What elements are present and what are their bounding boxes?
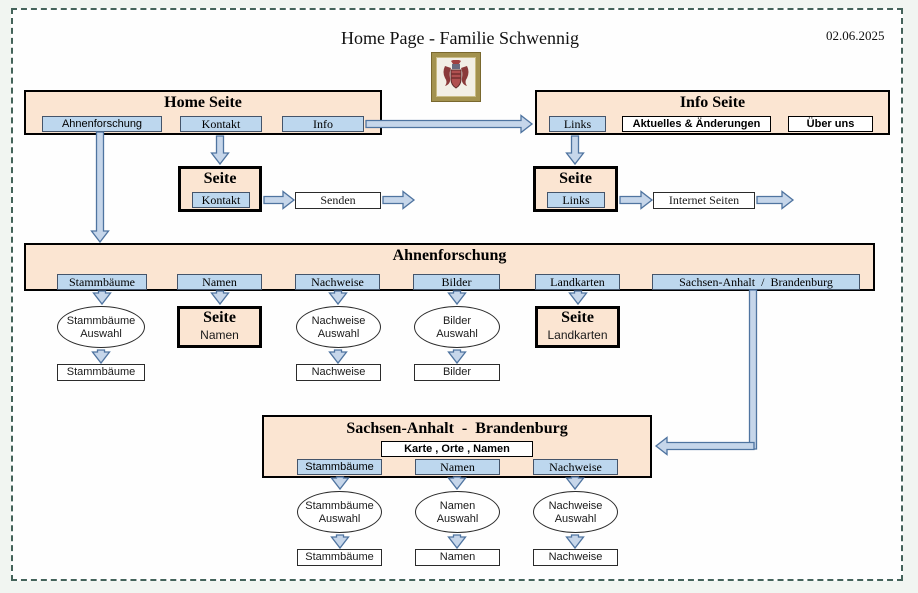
ellipse-line: Nachweise: [548, 499, 603, 512]
ahnen-btn-landkarten[interactable]: Landkarten: [535, 274, 620, 290]
home-btn-info[interactable]: Info: [282, 116, 364, 132]
ellipse-line: Stammbäume: [66, 314, 136, 327]
seite-landkarten-box: [535, 306, 620, 348]
info-btn-ueber-uns[interactable]: Über uns: [788, 116, 873, 132]
sachsen-stammbaeume-rect[interactable]: Stammbäume: [297, 549, 382, 566]
seite-namen-box: [177, 306, 262, 348]
ellipse-line: Auswahl: [318, 512, 361, 525]
ellipse-line: Auswahl: [436, 512, 479, 525]
sachsen-btn-namen[interactable]: Namen: [415, 459, 500, 475]
senden-box[interactable]: Senden: [295, 192, 381, 209]
sachsen-stammbaeume-auswahl-ellipse[interactable]: Stammbäume Auswahl: [297, 491, 382, 533]
ellipse-line: Nachweise: [311, 314, 366, 327]
ahnen-btn-namen[interactable]: Namen: [177, 274, 262, 290]
seite-kontakt-title: Seite: [203, 170, 237, 187]
ellipse-line: Bilder: [442, 314, 472, 327]
sachsen-nachweise-rect[interactable]: Nachweise: [533, 549, 618, 566]
seite-namen-title: Seite: [203, 309, 236, 326]
home-seite-title: Home Seite: [164, 94, 242, 111]
info-btn-aktuelles[interactable]: Aktuelles & Änderungen: [622, 116, 771, 132]
sachsen-namen-auswahl-ellipse[interactable]: Namen Auswahl: [415, 491, 500, 533]
home-btn-kontakt[interactable]: Kontakt: [180, 116, 262, 132]
bilder-rect[interactable]: Bilder: [414, 364, 500, 381]
ahnen-btn-stammbaeume[interactable]: Stammbäume: [57, 274, 147, 290]
stammbaeume-auswahl-ellipse[interactable]: Stammbäume Auswahl: [57, 306, 145, 348]
ahnen-btn-nachweise[interactable]: Nachweise: [295, 274, 380, 290]
nachweise-auswahl-ellipse[interactable]: Nachweise Auswahl: [296, 306, 381, 348]
seite-links-title: Seite: [559, 170, 592, 187]
ellipse-line: Auswahl: [554, 512, 597, 525]
sachsen-nachweise-auswahl-ellipse[interactable]: Nachweise Auswahl: [533, 491, 618, 533]
crest-graphic: [443, 60, 469, 89]
seite-kontakt-btn[interactable]: Kontakt: [192, 192, 250, 208]
nachweise-rect[interactable]: Nachweise: [296, 364, 381, 381]
sachsen-btn-nachweise[interactable]: Nachweise: [533, 459, 618, 475]
home-btn-ahnenforschung[interactable]: Ahnenforschung: [42, 116, 162, 132]
ellipse-line: Auswahl: [436, 327, 478, 340]
sachsen-btn-stammbaeume[interactable]: Stammbäume: [297, 459, 382, 475]
ellipse-line: Namen: [439, 499, 476, 512]
ahnenforschung-title: Ahnenforschung: [392, 247, 507, 264]
seite-landkarten-label: Landkarten: [547, 328, 608, 342]
seite-landkarten-title: Seite: [561, 309, 594, 326]
date-label: 02.06.2025: [826, 28, 885, 43]
family-crest-icon: [431, 52, 481, 102]
ellipse-line: Auswahl: [80, 327, 122, 340]
ellipse-line: Auswahl: [317, 327, 360, 340]
internet-seiten-box[interactable]: Internet Seiten: [653, 192, 755, 209]
info-btn-links[interactable]: Links: [549, 116, 606, 132]
ellipse-line: Stammbäume: [305, 499, 374, 512]
seite-namen-label: Namen: [200, 328, 239, 342]
ahnen-btn-bilder[interactable]: Bilder: [413, 274, 500, 290]
karte-orte-namen-label: Karte , Orte , Namen: [381, 441, 533, 457]
sachsen-brandenburg-title: Sachsen-Anhalt - Brandenburg: [346, 420, 568, 437]
stammbaeume-rect[interactable]: Stammbäume: [57, 364, 145, 381]
seite-links-btn[interactable]: Links: [547, 192, 605, 208]
bilder-auswahl-ellipse[interactable]: Bilder Auswahl: [414, 306, 500, 348]
ahnen-btn-sachsen-brandenburg[interactable]: Sachsen-Anhalt / Brandenburg: [652, 274, 860, 290]
page-title: Home Page - Familie Schwennig: [341, 28, 579, 48]
info-seite-title: Info Seite: [679, 94, 746, 111]
sachsen-namen-rect[interactable]: Namen: [415, 549, 500, 566]
